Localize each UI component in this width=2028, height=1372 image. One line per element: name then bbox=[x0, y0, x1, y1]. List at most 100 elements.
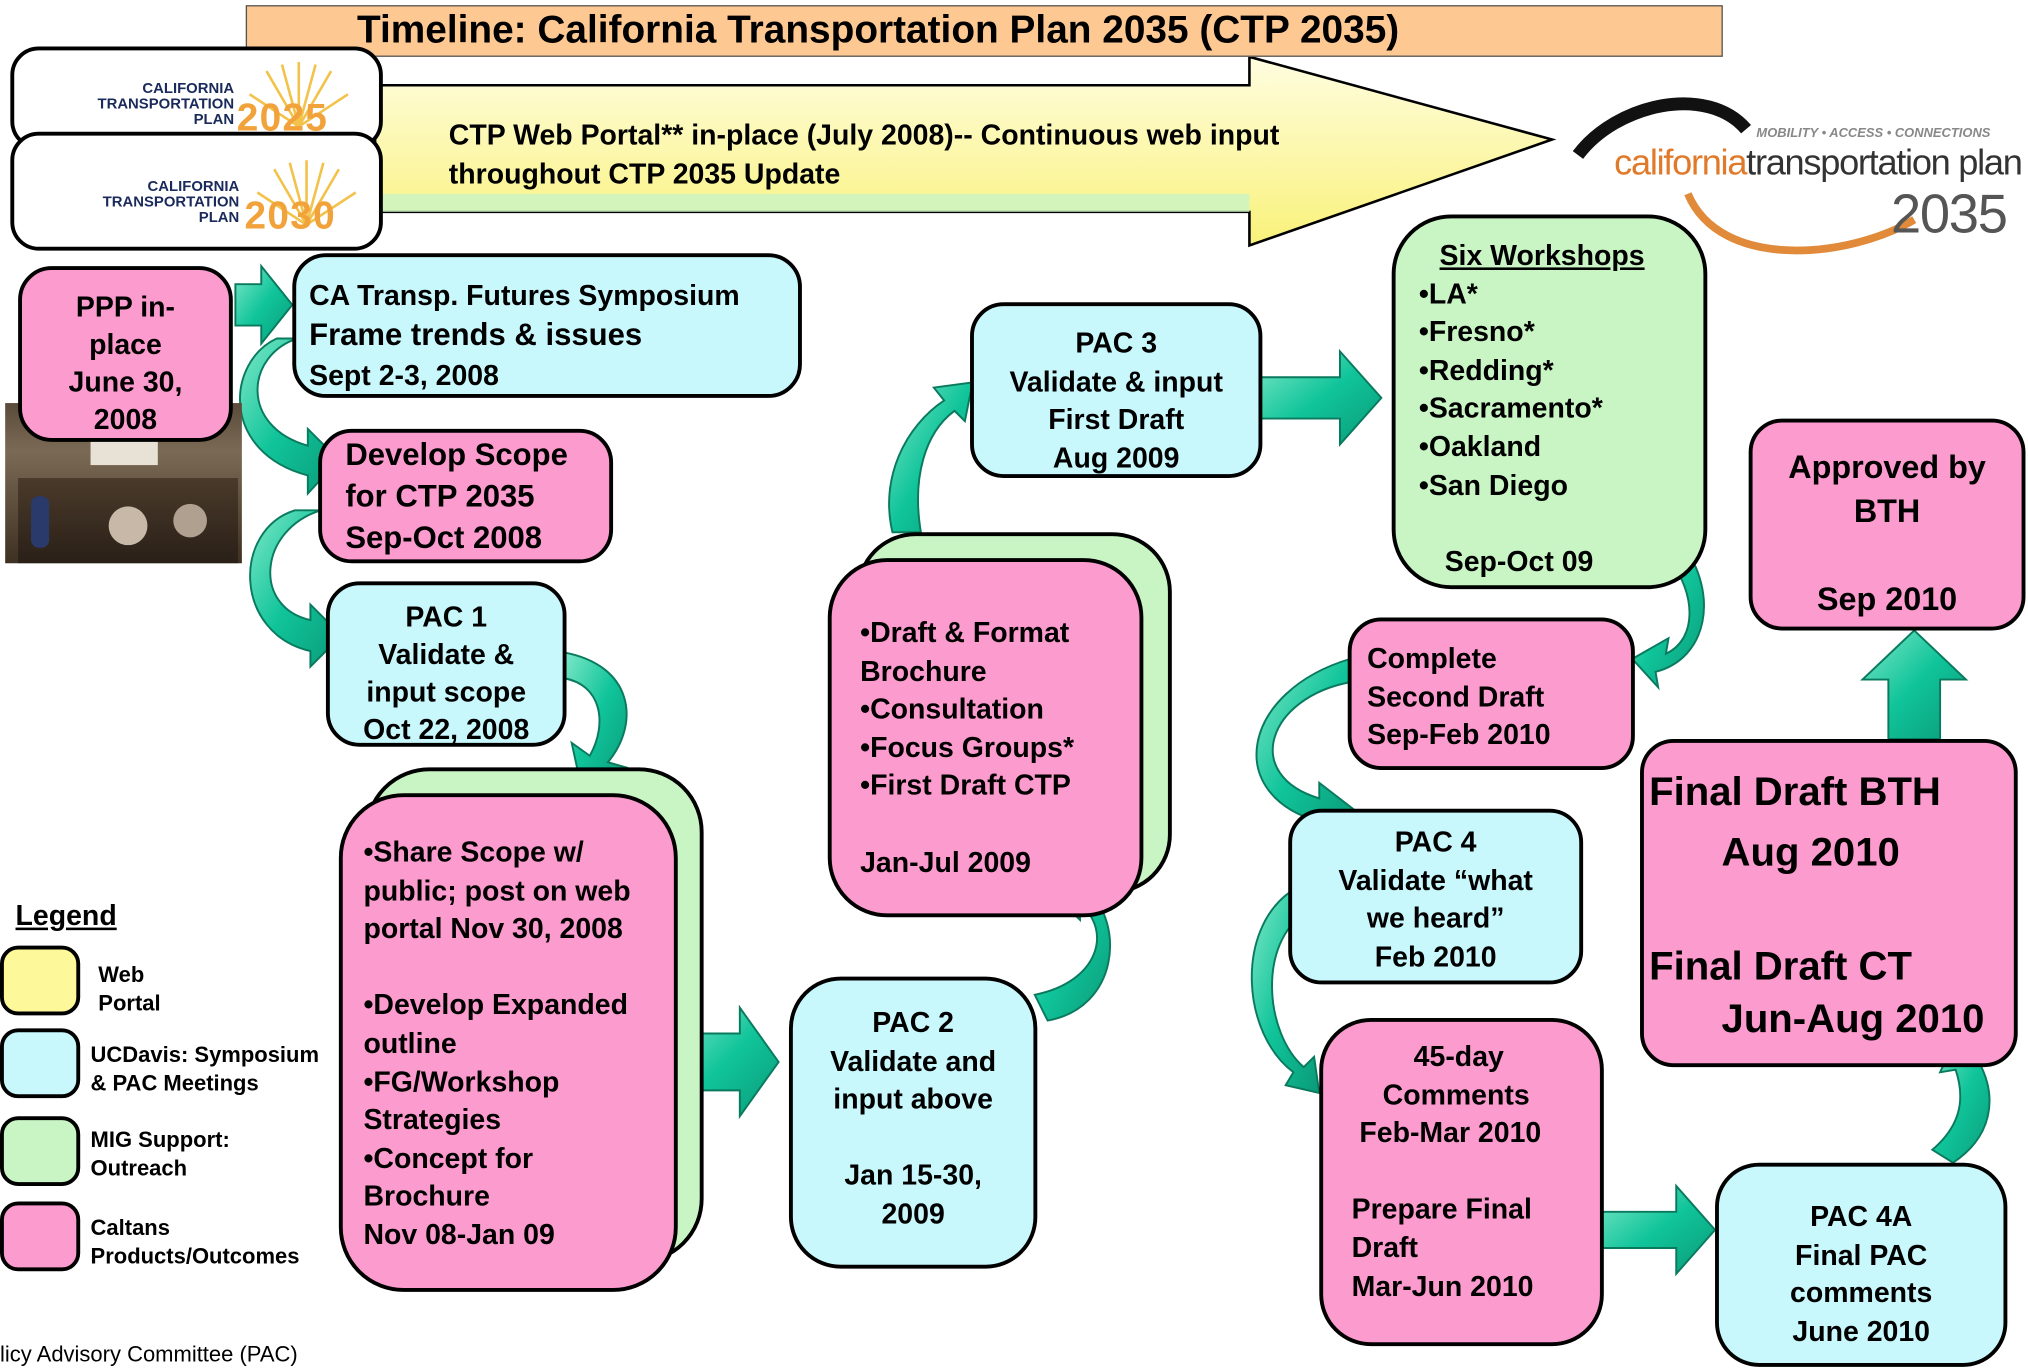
box-approved: Approved by BTH Sep 2010 bbox=[1748, 418, 2026, 631]
box-text: PAC 1 bbox=[405, 600, 488, 634]
web-portal-text: CTP Web Portal** in-place (July 2008)-- … bbox=[449, 116, 1280, 194]
legend-swatch-ucdavis bbox=[0, 1028, 81, 1099]
arrow-workshops-second bbox=[1630, 541, 1705, 691]
box-text: public; post on web bbox=[363, 874, 631, 907]
box-pac3: PAC 3 Validate & input First Draft Aug 2… bbox=[970, 302, 1263, 479]
arrow-pac4-comments bbox=[1250, 890, 1321, 1095]
box-text: Validate “what bbox=[1338, 863, 1533, 897]
logo-wordmark: californiatransportation plan bbox=[1614, 142, 2023, 183]
workshop-item: •Sacramento* bbox=[1418, 391, 1603, 425]
box-text: Aug 2009 bbox=[1052, 441, 1180, 474]
legend-text: UCDavis: Symposium bbox=[90, 1042, 320, 1068]
box-text bbox=[363, 948, 673, 986]
box-text: Sep-Oct 2008 bbox=[345, 520, 543, 556]
box-text: Jun-Aug 2010 bbox=[1721, 996, 1985, 1042]
legend-label-web: Web Portal bbox=[98, 961, 160, 1018]
legend-label-ucdavis: UCDavis: Symposium & PAC Meetings bbox=[91, 1041, 320, 1098]
box-text: Complete bbox=[1367, 642, 1497, 675]
box-text: CA Transp. Futures Symposium bbox=[309, 279, 740, 312]
box-text: Draft bbox=[1351, 1231, 1419, 1264]
arrow-scope-pac1 bbox=[249, 509, 343, 669]
box-text: 2008 bbox=[93, 403, 158, 436]
legend-text: MIG Support: bbox=[90, 1127, 230, 1153]
sunburst-icon bbox=[256, 160, 357, 226]
box-text: •Consultation bbox=[860, 692, 1044, 725]
box-text: Final Draft CT bbox=[1649, 943, 1912, 989]
box-text: Sep-Feb 2010 bbox=[1367, 718, 1551, 751]
box-text bbox=[860, 805, 1139, 843]
box-text: Brochure bbox=[363, 1179, 490, 1213]
legend-swatch-caltrans bbox=[0, 1201, 81, 1272]
workshop-item: •LA* bbox=[1418, 277, 1478, 310]
arrow-draft-pac3 bbox=[888, 381, 974, 534]
box-final-draft: Final Draft BTH Aug 2010 Final Draft CT … bbox=[1640, 738, 2018, 1068]
box-text: comments bbox=[1790, 1276, 1933, 1309]
legend-text: Products/Outcomes bbox=[90, 1244, 300, 1269]
box-develop-scope: Develop Scope for CTP 2035 Sep-Oct 2008 bbox=[318, 428, 614, 564]
box-text: PAC 2 bbox=[872, 1006, 954, 1039]
logo-word: california bbox=[1614, 142, 1747, 183]
sunburst-icon bbox=[248, 62, 349, 128]
logo-text: CALIFORNIA bbox=[147, 179, 240, 196]
box-text: PAC 4A bbox=[1810, 1200, 1913, 1233]
box-share-scope: •Share Scope w/ public; post on web port… bbox=[338, 793, 678, 1292]
box-text: place bbox=[89, 328, 162, 361]
workshop-item: •Oakland bbox=[1418, 430, 1542, 463]
logo-ctp-2035: MOBILITY • ACCESS • CONNECTIONS californ… bbox=[1565, 78, 2025, 272]
workshop-item: •Fresno* bbox=[1418, 315, 1535, 348]
legend-title: Legend bbox=[15, 899, 117, 932]
logo-word: transportation plan bbox=[1746, 142, 2023, 183]
box-text: •Share Scope w/ bbox=[363, 835, 584, 869]
legend-text: & PAC Meetings bbox=[90, 1070, 259, 1096]
box-text: Brochure bbox=[860, 654, 987, 687]
logo-text: TRANSPORTATION bbox=[102, 195, 240, 211]
box-text: input above bbox=[833, 1082, 993, 1116]
box-text: input scope bbox=[366, 675, 527, 708]
box-text: Comments bbox=[1382, 1078, 1530, 1111]
workshop-item: •San Diego bbox=[1418, 468, 1568, 501]
box-text: Nov 08-Jan 09 bbox=[363, 1218, 555, 1251]
logo-tagline: MOBILITY • ACCESS • CONNECTIONS bbox=[1756, 126, 1991, 141]
logo-text: CALIFORNIA bbox=[142, 81, 235, 97]
box-text bbox=[1649, 877, 2014, 927]
box-text: Sep 2010 bbox=[1816, 581, 1958, 618]
box-text: Final PAC bbox=[1795, 1238, 1928, 1271]
legend-text: Portal bbox=[98, 990, 161, 1016]
box-text: June 30, bbox=[68, 365, 183, 398]
box-draft-brochure: •Draft & Format Brochure •Consultation •… bbox=[827, 558, 1144, 918]
web-portal-line: throughout CTP 2035 Update bbox=[448, 157, 841, 190]
workshop-item: •Redding* bbox=[1418, 353, 1554, 386]
arrow-final-approved bbox=[1860, 629, 1969, 740]
legend-swatch-web bbox=[0, 945, 81, 1016]
box-text: Aug 2010 bbox=[1721, 829, 1900, 875]
box-text: Final Draft BTH bbox=[1649, 768, 1941, 814]
arrow-symposium-scope bbox=[239, 337, 341, 496]
box-ppp: PPP in- place June 30, 2008 bbox=[18, 266, 233, 442]
box-pac4: PAC 4 Validate “what we heard” Feb 2010 bbox=[1288, 808, 1584, 985]
page-title: Timeline: California Transportation Plan… bbox=[356, 9, 1400, 52]
box-text: PPP in- bbox=[75, 290, 176, 323]
arrow-pac3-workshops bbox=[1258, 348, 1383, 447]
box-text: Mar-Jun 2010 bbox=[1351, 1269, 1534, 1302]
box-symposium: CA Transp. Futures Symposium Frame trend… bbox=[292, 253, 802, 398]
box-text: Validate and bbox=[830, 1044, 997, 1077]
box-text bbox=[1753, 534, 2022, 578]
box-text: Prepare Final bbox=[1351, 1192, 1532, 1226]
box-text: June 2010 bbox=[1792, 1314, 1931, 1348]
box-text: Approved by bbox=[1788, 449, 1986, 486]
footnote: licy Advisory Committee (PAC) bbox=[0, 1342, 298, 1367]
logo-year: 2030 bbox=[244, 195, 336, 238]
box-text: for CTP 2035 bbox=[345, 479, 535, 515]
box-text: Validate & bbox=[378, 638, 515, 671]
box-comments: 45-day Comments Feb-Mar 2010 Prepare Fin… bbox=[1319, 1018, 1604, 1347]
box-text: Frame trends & issues bbox=[309, 317, 643, 353]
box-text bbox=[1352, 1152, 1600, 1190]
swoosh-icon bbox=[1572, 97, 1917, 255]
box-text: PAC 4 bbox=[1394, 825, 1477, 858]
box-text: •Draft & Format bbox=[860, 616, 1070, 649]
box-text: BTH bbox=[1853, 493, 1921, 530]
box-text: •Concept for bbox=[363, 1141, 534, 1175]
logo-year: 2035 bbox=[1890, 183, 2008, 245]
logo-text: TRANSPORTATION bbox=[97, 96, 235, 113]
box-pac4a: PAC 4A Final PAC comments June 2010 bbox=[1715, 1162, 2008, 1367]
